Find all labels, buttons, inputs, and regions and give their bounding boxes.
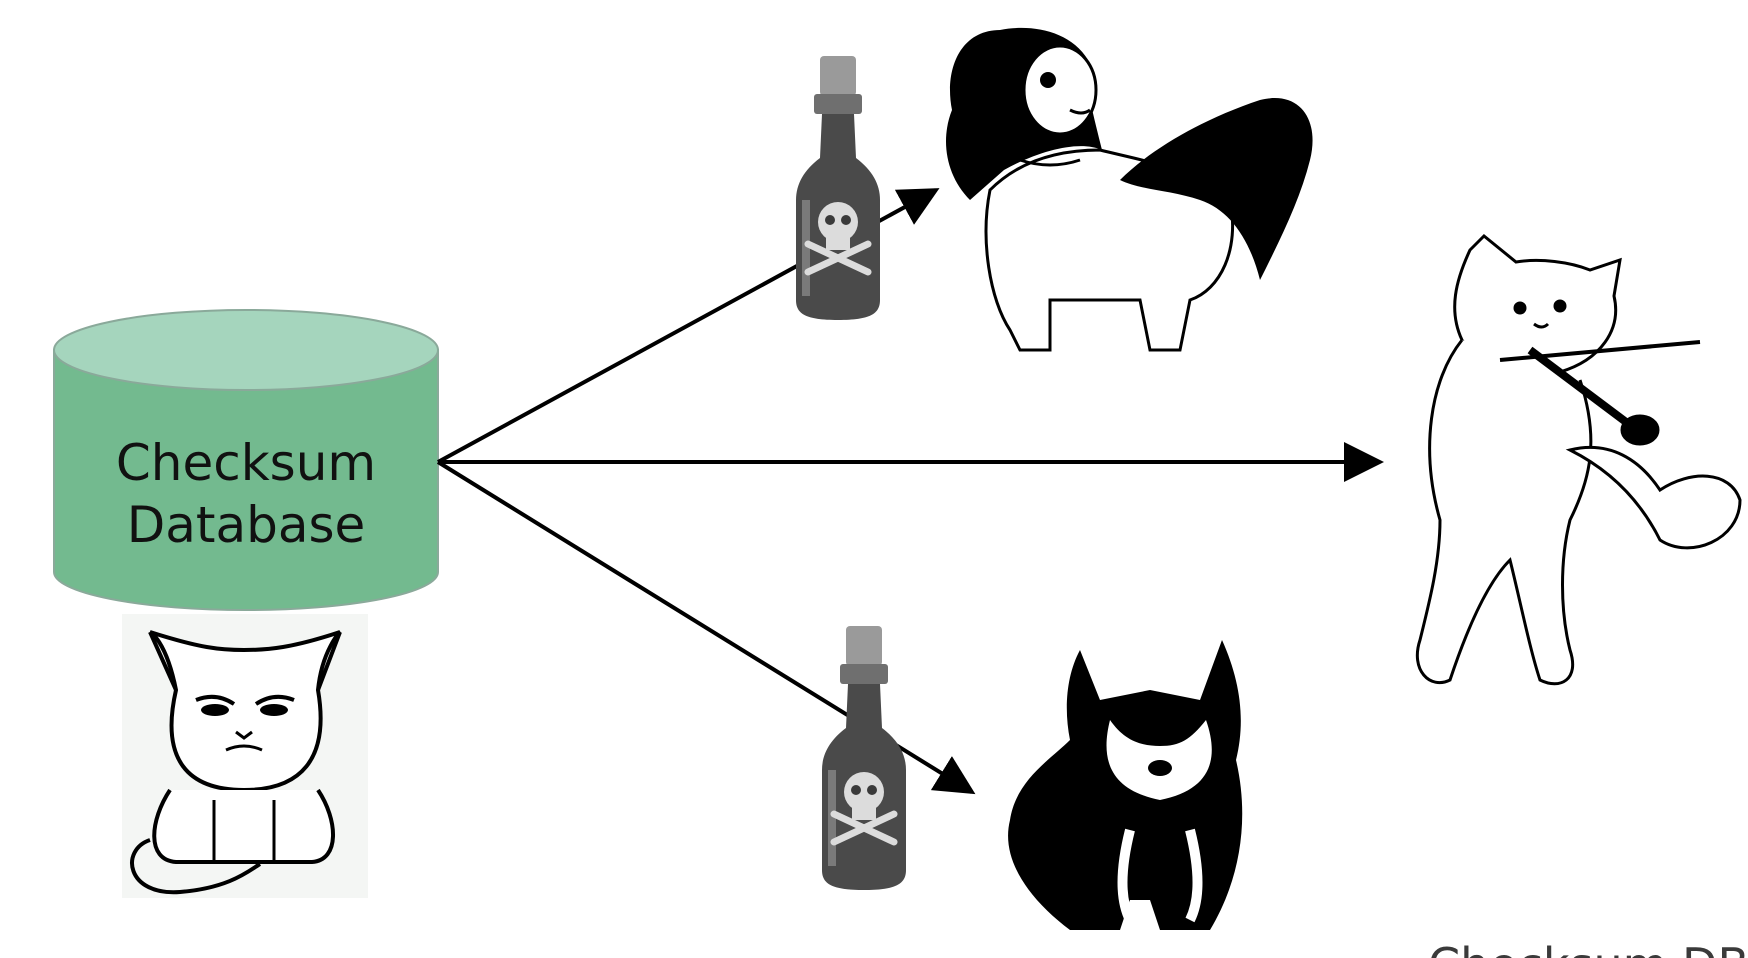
violin-cat-icon [1415, 233, 1742, 686]
poison-bottle-icon-2 [822, 626, 906, 890]
grumpy-cat-icon [122, 614, 368, 898]
database-label: Checksum Database [54, 432, 438, 556]
database-cylinder [53, 309, 439, 611]
japanese-chin-dog-icon [946, 27, 1313, 352]
caption: Checksum DB [1428, 938, 1748, 958]
database-label-line1: Checksum [115, 434, 377, 492]
database-label-line2: Database [126, 496, 366, 554]
shiba-puppy-icon [1008, 640, 1243, 930]
poison-bottle-icon [796, 56, 880, 320]
